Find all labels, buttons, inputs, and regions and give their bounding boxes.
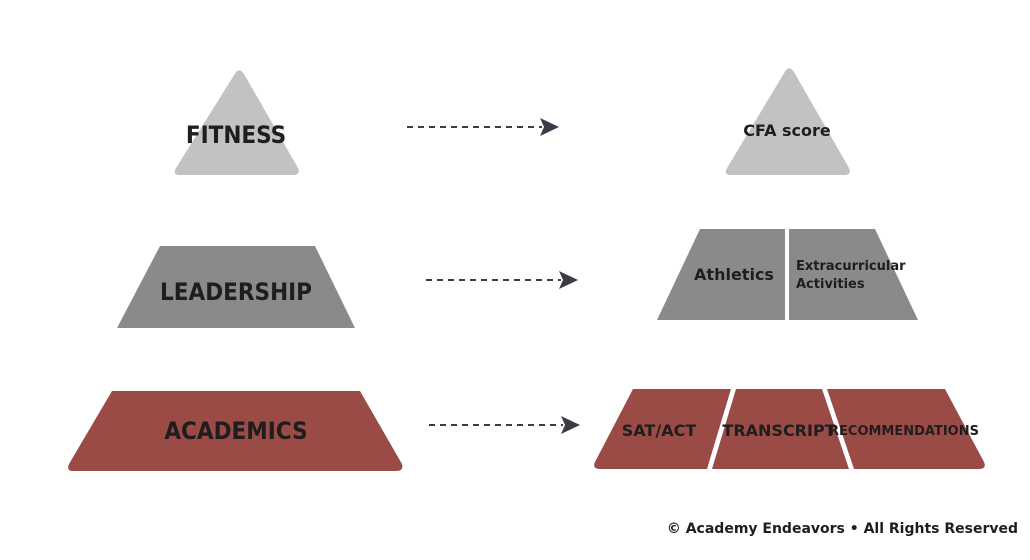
extracurricular-label: Extracurricular	[796, 259, 906, 274]
sat-act-block	[594, 389, 731, 469]
athletics-label: Athletics	[694, 265, 774, 284]
arrows	[407, 118, 580, 434]
academics-tier	[68, 391, 403, 471]
transcript-block	[712, 389, 849, 469]
copyright-notice: © Academy Endeavors • All Rights Reserve…	[666, 521, 1018, 537]
leadership-arrow	[426, 271, 578, 289]
recommendations-label: RECOMMENDATIONS	[829, 424, 979, 439]
left-pyramid: FITNESS LEADERSHIP ACADEMICS	[68, 70, 403, 471]
recommendations-block	[827, 389, 985, 469]
cfa-score-label: CFA score	[743, 121, 831, 140]
sat-act-label: SAT/ACT	[622, 421, 697, 440]
activities-label: Activities	[796, 277, 865, 292]
fitness-tier	[174, 70, 299, 175]
cfa-tier	[725, 68, 850, 175]
academics-label: ACADEMICS	[164, 417, 307, 445]
arrow-right-icon	[561, 416, 580, 434]
academics-arrow	[429, 416, 580, 434]
right-pyramid: CFA score Athletics Extracurricular Acti…	[594, 68, 985, 469]
extracurricular-block	[789, 229, 918, 320]
leadership-label: LEADERSHIP	[160, 278, 312, 306]
transcript-label: TRANSCRIPT	[722, 421, 835, 440]
leadership-tier	[117, 246, 355, 328]
arrow-right-icon	[540, 118, 559, 136]
fitness-arrow	[407, 118, 559, 136]
arrow-right-icon	[559, 271, 578, 289]
athletics-block	[657, 229, 785, 320]
fitness-label: FITNESS	[186, 121, 286, 149]
